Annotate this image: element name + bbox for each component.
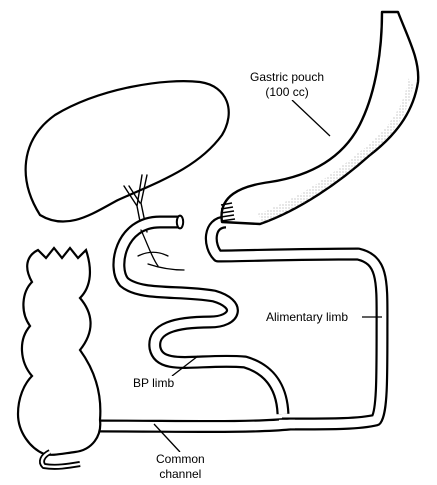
leader-gastric-pouch	[291, 99, 331, 137]
leader-common-channel	[153, 423, 181, 453]
colon	[16, 246, 102, 456]
bp-limb-tube	[112, 215, 290, 415]
jejunojejunal-junction	[279, 419, 295, 429]
gastric-pouch-label: Gastric pouch (100 cc)	[250, 70, 325, 100]
leader-bp-limb	[171, 355, 199, 377]
alimentary-limb-tube	[204, 215, 389, 431]
liver	[24, 80, 230, 223]
gastric-pouch	[220, 10, 420, 226]
leader-lines	[153, 99, 382, 453]
pancreatic-ducts	[137, 229, 185, 271]
common-channel-tube	[99, 417, 291, 433]
alimentary-limb-label: Alimentary limb	[266, 310, 349, 325]
anastomosis-staples	[220, 202, 236, 222]
gastric-pouch-stipple	[258, 78, 413, 223]
duodenal-stump	[175, 214, 185, 230]
bp-limb-label: BP limb	[133, 376, 175, 391]
common-channel-label: Common channel	[156, 452, 205, 482]
appendix-inner	[40, 450, 81, 469]
bile-ducts	[123, 174, 148, 233]
